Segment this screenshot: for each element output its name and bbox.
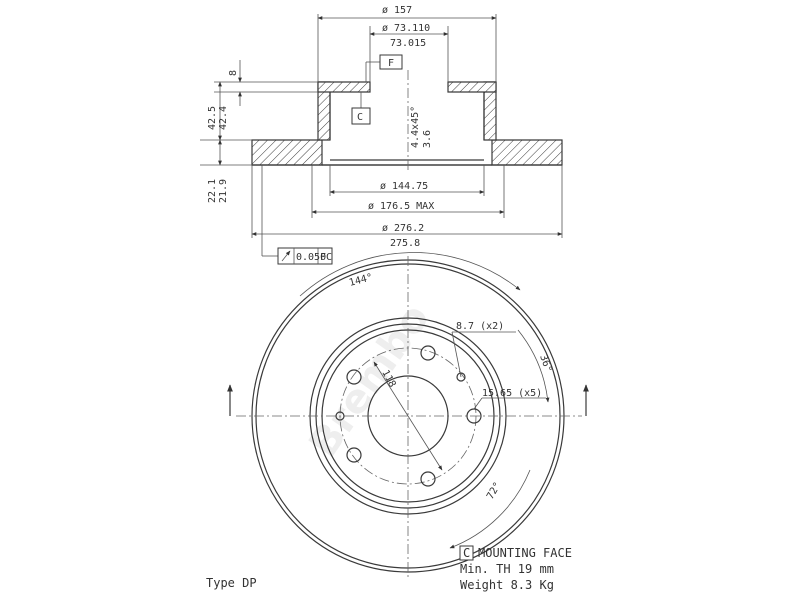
dim-42-4-label: 42.4 bbox=[218, 106, 229, 130]
dim-275-8-label: 275.8 bbox=[390, 238, 420, 249]
angle-72-label: 72° bbox=[485, 480, 504, 501]
hat-top-right bbox=[447, 81, 497, 93]
mounting-ref-box bbox=[459, 545, 474, 561]
bolt-hole bbox=[346, 447, 362, 463]
datum-f-box bbox=[379, 54, 403, 70]
hat-top-left bbox=[317, 81, 371, 93]
angle-36-label: 36° bbox=[537, 353, 554, 374]
disc-flange-left bbox=[251, 139, 323, 166]
dim-chamfer-label: 4.4x45° bbox=[410, 106, 421, 148]
disc-flange-right bbox=[491, 139, 563, 166]
dim-157-label: ø 157 bbox=[382, 5, 412, 16]
dim-15-65-label: 15.65 (x5) bbox=[482, 388, 542, 399]
dim-8-label: 8 bbox=[228, 70, 239, 76]
dim-42-5-label: 42.5 bbox=[207, 106, 218, 130]
dim-73-110-label: ø 73.110 bbox=[382, 23, 430, 34]
datum-f-label: F bbox=[388, 58, 394, 69]
min-thickness-label: Min. TH 19 mm bbox=[460, 562, 554, 576]
dim-276-2-label: ø 276.2 bbox=[382, 223, 424, 234]
notes-block: C MOUNTING FACE Min. TH 19 mm Weight 8.3… bbox=[206, 545, 572, 592]
dim-3-6-label: 3.6 bbox=[422, 130, 433, 148]
dim-176-5-label: ø 176.5 MAX bbox=[368, 201, 434, 212]
runout-value-label: 0.050 bbox=[296, 252, 326, 263]
bolt-holes bbox=[346, 345, 482, 487]
datum-c-label: C bbox=[357, 112, 363, 123]
brand-watermark: Brembo bbox=[301, 296, 439, 466]
bolt-hole bbox=[420, 345, 436, 361]
bolt-hole bbox=[420, 471, 436, 487]
dim-73-015-label: 73.015 bbox=[390, 38, 426, 49]
dim-22-1-label: 22.1 bbox=[207, 179, 218, 203]
front-view: 118 144° 8.7 (x2) 36° 15.65 (x5) 72° bbox=[227, 252, 589, 580]
mounting-ref-label: C bbox=[463, 546, 470, 560]
bolt-hole bbox=[346, 369, 362, 385]
section-view: ø 157 ø 73.110 73.015 F C 8 42.5 42.4 22… bbox=[200, 5, 563, 265]
dim-21-9-label: 21.9 bbox=[218, 179, 229, 203]
mounting-face-label: MOUNTING FACE bbox=[478, 546, 572, 560]
dim-8-7-label: 8.7 (x2) bbox=[456, 321, 504, 332]
watermark-text: Brembo bbox=[301, 296, 439, 466]
runout-arrow-icon bbox=[281, 250, 291, 262]
datum-c-box bbox=[351, 107, 371, 125]
runout-tolerance-box bbox=[277, 247, 333, 265]
weight-label: Weight 8.3 Kg bbox=[460, 578, 554, 592]
type-label: Type DP bbox=[206, 576, 257, 590]
small-hole bbox=[335, 411, 345, 421]
dim-144-75-label: ø 144.75 bbox=[380, 181, 428, 192]
small-hole bbox=[456, 372, 466, 382]
runout-ref-label: FC bbox=[320, 252, 332, 263]
